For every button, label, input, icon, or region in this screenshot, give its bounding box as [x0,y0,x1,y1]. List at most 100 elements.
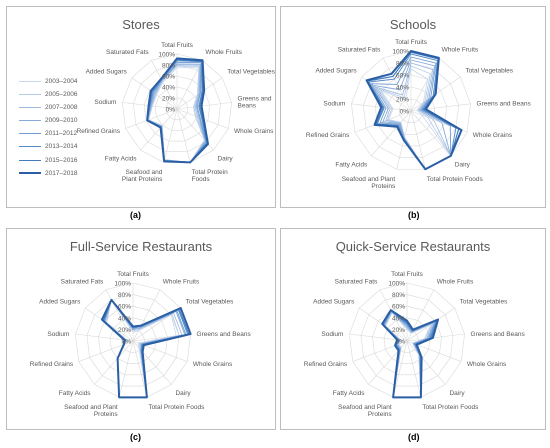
chart-panel-quick-service: Quick-Service Restaurants 0%20%40%60%80%… [280,228,546,430]
axis-spoke [132,289,161,342]
legend-item: 2015–2016 [19,154,78,166]
axis-label-saturated-fats: Saturated Fats [61,278,104,285]
axis-label-fatty-acids: Fatty Acids [335,161,368,168]
tick-label: 100% [392,49,409,56]
axis-label-whole-grains: Whole Grains [473,132,513,139]
legend-swatch [19,106,41,108]
gridline [133,64,221,153]
axis-label-total-vegetables: Total Vegetables [227,68,275,75]
axis-spoke [379,289,408,342]
axis-spoke [370,110,412,157]
axis-label-total-fruits: Total Fruits [391,271,424,278]
panel-label-a: (a) [130,210,141,220]
axis-label-whole-fruits: Whole Fruits [442,47,479,54]
axis-label-whole-fruits: Whole Fruits [437,278,474,285]
panel-label-b: (b) [408,210,420,220]
tick-label: 60% [392,304,405,311]
chart-title: Quick-Service Restaurants [335,239,491,254]
axis-spoke [132,340,172,385]
axis-label-total-vegetables: Total Vegetables [186,299,234,306]
axis-label-total-fruits: Total Fruits [395,39,428,46]
tick-label: 80% [396,61,409,68]
tick-label: 20% [162,96,175,103]
axis-label-whole-fruits: Whole Fruits [163,278,200,285]
axis-spoke [176,108,191,163]
tick-label: 0% [122,339,132,346]
axis-label-whole-grains: Whole Grains [467,361,507,368]
legend-label: 2017–2018 [45,169,78,177]
tick-label: 60% [396,73,409,80]
legend-label: 2013–2014 [45,143,78,151]
axis-spoke [406,333,465,342]
legend-item: 2011–2012 [19,128,78,140]
tick-label: 60% [162,74,175,81]
series-line-2017-2018 [365,50,463,171]
axis-spoke [392,340,408,398]
axis-spoke [125,108,178,129]
tick-label: 100% [114,281,131,288]
axis-spoke [118,340,134,398]
axis-label-whole-grains: Whole Grains [234,128,274,135]
axis-label-total-protein-foods: Total Protein Foods [148,404,205,411]
tick-label: 40% [392,315,405,322]
axis-label-refined-grains: Refined Grains [77,128,121,135]
gridline [395,329,419,353]
gridline [121,329,145,353]
series-line-2005-2006 [147,65,206,163]
axis-label-fatty-acids: Fatty Acids [333,390,366,397]
chart-title: Full-Service Restaurants [69,239,213,254]
gridline [154,86,200,131]
axis-spoke [176,102,232,110]
axis-spoke [140,108,178,151]
axis-spoke [406,340,446,385]
legend-item: 2017–2018 [19,167,78,179]
tick-label: 100% [158,52,175,59]
legend-swatch [19,133,41,135]
chart-panel-full-service: Full-Service Restaurants 0%20%40%60%80%1… [6,228,276,430]
axis-spoke [406,340,422,398]
tick-label: 20% [396,97,409,104]
axis-label-saturated-fats: Saturated Fats [335,278,378,285]
tick-label: 40% [396,85,409,92]
axis-label-added-sugars: Added Sugars [86,68,128,75]
tick-label: 80% [392,292,405,299]
chart-title: Schools [389,17,437,32]
axis-label-refined-grains: Refined Grains [304,361,348,368]
tick-label: 80% [162,63,175,70]
legend-item: 2005–2006 [19,88,78,100]
axis-label-total-fruits: Total Fruits [161,42,194,49]
chart-title: Stores [122,17,160,32]
legend-swatch [19,159,41,161]
axis-label-sodium: Sodium [47,331,69,338]
axis-spoke [94,340,134,385]
series-line-2017-2018 [100,298,192,399]
gridline [360,294,454,387]
axis-label-total-vegetables: Total Vegetables [460,299,508,306]
axis-label-dairy: Dairy [455,161,471,168]
legend-item: 2009–2010 [19,115,78,127]
tick-label: 0% [166,107,176,114]
axis-label-dairy: Dairy [449,390,465,397]
tick-label: 20% [392,327,405,334]
axis-label-fatty-acids: Fatty Acids [105,156,138,163]
axis-label-total-vegetables: Total Vegetables [465,68,513,75]
axis-spoke [410,110,452,157]
axis-label-greens-and-beans: Greens and Beans [471,331,526,338]
axis-label-total-protein-foods: Total Protein Foods [427,176,484,183]
legend-label: 2009–2010 [45,117,78,125]
legend-swatch [19,120,41,122]
legend-label: 2011–2012 [45,130,78,138]
axis-label-greens-and-beans: Greens and Beans [477,101,532,108]
axis-label-fatty-acids: Fatty Acids [59,390,92,397]
axis-spoke [151,60,178,110]
axis-label-saturated-fats: Saturated Fats [106,49,149,56]
axis-label-greens-and-beans: Greens and Beans [197,331,252,338]
panel-label-d: (d) [408,432,420,442]
legend-item: 2013–2014 [19,141,78,153]
axis-label-added-sugars: Added Sugars [313,299,355,306]
